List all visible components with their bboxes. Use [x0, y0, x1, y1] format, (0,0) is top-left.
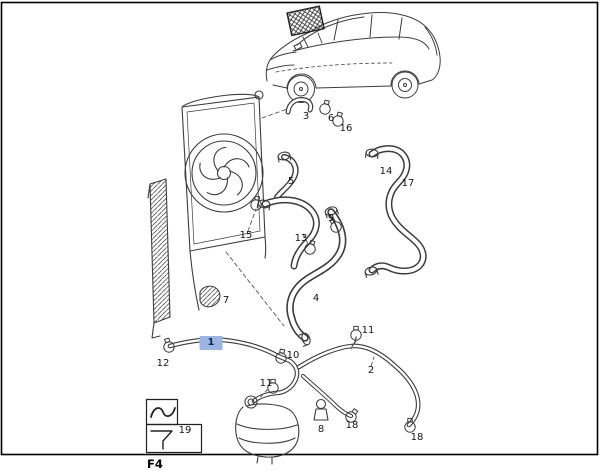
part-callout-18[interactable]: 18 [410, 432, 424, 443]
bleed-valve [313, 398, 329, 421]
expansion-tank [235, 395, 300, 465]
hose-part-14 [363, 145, 427, 278]
part-callout-12[interactable]: 12 [156, 358, 170, 369]
hose-part-4 [286, 204, 347, 347]
pipe-bracket [199, 285, 221, 308]
part-callout-8[interactable]: 8 [317, 424, 325, 435]
part-callout-18[interactable]: 18 [345, 420, 359, 431]
part-callout-11[interactable]: 11 [259, 378, 273, 389]
part-callout-2[interactable]: 2 [367, 365, 375, 376]
part-callout-13[interactable]: 13 [294, 233, 308, 244]
part-callout-15[interactable]: 15 [239, 230, 253, 241]
hose-part-3 [285, 97, 314, 115]
hose-symbol-icon [150, 407, 176, 418]
part-callout-10[interactable]: 10 [286, 350, 300, 361]
part-callout-1[interactable]: 1 [199, 336, 223, 350]
figure-code: F4 [147, 457, 163, 470]
funnel-symbol-icon [150, 430, 173, 450]
part-callout-3[interactable]: 3 [302, 111, 310, 122]
hose-part-5 [274, 150, 299, 200]
part-callout-16[interactable]: 16 [339, 123, 353, 134]
part-callout-6[interactable]: 6 [327, 113, 335, 124]
radiator-assembly [147, 90, 267, 339]
part-callout-11[interactable]: 11 [361, 325, 375, 336]
legend [145, 398, 203, 454]
part-callout-5[interactable]: 5 [287, 176, 295, 187]
hose-part-13 [256, 196, 320, 270]
part-callout-7[interactable]: 7 [222, 295, 230, 306]
legend-box-fluid [145, 423, 203, 454]
leader-lines [225, 108, 375, 401]
car-outline-icon [265, 12, 441, 103]
part-callout-4[interactable]: 4 [312, 293, 320, 304]
part-callout-14[interactable]: 14 [379, 166, 393, 177]
hatched-part-location-icon [286, 5, 325, 48]
part-callout-19[interactable]: 19 [178, 425, 192, 436]
part-callout-17[interactable]: 17 [401, 178, 415, 189]
hoses [167, 97, 427, 428]
page-frame [0, 1, 599, 456]
part-callout-9[interactable]: 9 [327, 213, 335, 224]
